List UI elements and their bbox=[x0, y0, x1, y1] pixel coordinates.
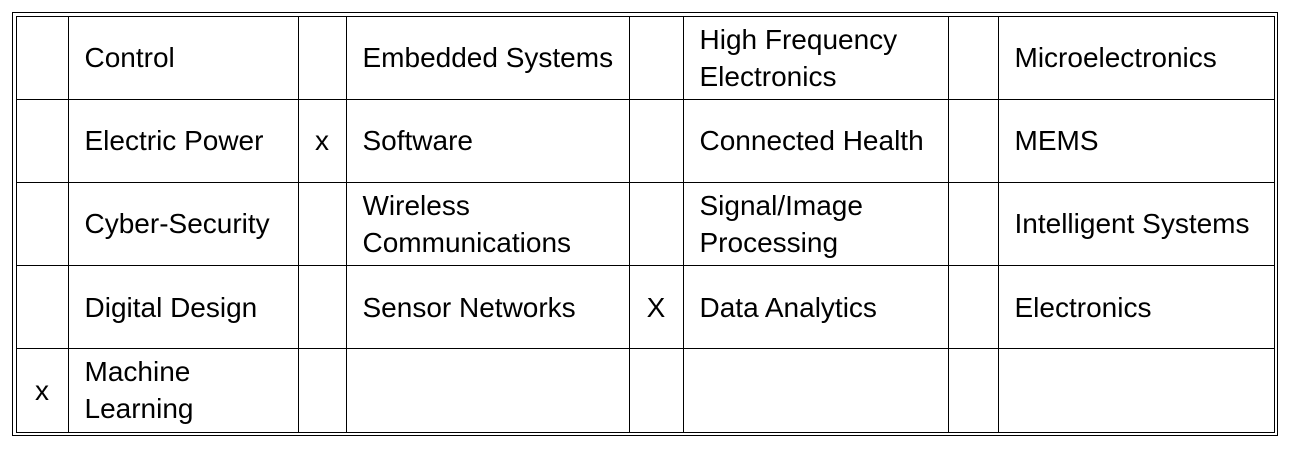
topic-label-microelectronics: Microelectronics bbox=[997, 15, 1275, 100]
topic-selection-table: Control Embedded Systems High Frequency … bbox=[15, 15, 1275, 433]
topic-label-intelligent-systems: Intelligent Systems bbox=[997, 181, 1275, 267]
selection-mark-cyber-security[interactable] bbox=[15, 181, 69, 267]
selection-mark-empty-1[interactable] bbox=[297, 348, 347, 433]
selection-mark-sensor-networks[interactable] bbox=[297, 265, 347, 350]
topic-label-high-frequency-electronics: High Frequency Electronics bbox=[682, 15, 949, 100]
selection-mark-digital-design[interactable] bbox=[15, 265, 69, 350]
topic-label-digital-design: Digital Design bbox=[67, 265, 299, 350]
topic-label-empty-2 bbox=[682, 348, 949, 433]
topic-label-wireless-communications: Wireless Communications bbox=[345, 181, 630, 267]
selection-mark-high-frequency-electronics[interactable] bbox=[628, 15, 684, 100]
selection-mark-signal-image-processing[interactable] bbox=[628, 181, 684, 267]
selection-mark-software[interactable]: x bbox=[297, 98, 347, 183]
topic-label-electric-power: Electric Power bbox=[67, 98, 299, 183]
selection-mark-control[interactable] bbox=[15, 15, 69, 100]
table-row: Cyber-Security Wireless Communications S… bbox=[15, 181, 1275, 267]
selection-mark-connected-health[interactable] bbox=[628, 98, 684, 183]
topic-label-empty-3 bbox=[997, 348, 1275, 433]
topic-label-machine-learning: Machine Learning bbox=[67, 348, 299, 433]
topic-label-embedded-systems: Embedded Systems bbox=[345, 15, 630, 100]
checkbox-table-frame: Control Embedded Systems High Frequency … bbox=[12, 12, 1278, 436]
selection-mark-intelligent-systems[interactable] bbox=[947, 181, 999, 267]
selection-mark-electronics[interactable] bbox=[947, 265, 999, 350]
selection-mark-mems[interactable] bbox=[947, 98, 999, 183]
topic-label-sensor-networks: Sensor Networks bbox=[345, 265, 630, 350]
topic-label-empty-1 bbox=[345, 348, 630, 433]
selection-mark-machine-learning[interactable]: x bbox=[15, 348, 69, 433]
topic-label-control: Control bbox=[67, 15, 299, 100]
topic-label-mems: MEMS bbox=[997, 98, 1275, 183]
topic-label-connected-health: Connected Health bbox=[682, 98, 949, 183]
selection-mark-empty-2[interactable] bbox=[628, 348, 684, 433]
selection-mark-embedded-systems[interactable] bbox=[297, 15, 347, 100]
topic-label-cyber-security: Cyber-Security bbox=[67, 181, 299, 267]
selection-mark-data-analytics[interactable]: X bbox=[628, 265, 684, 350]
table-row: x Machine Learning bbox=[15, 348, 1275, 433]
table-row: Digital Design Sensor Networks X Data An… bbox=[15, 265, 1275, 350]
selection-mark-wireless-communications[interactable] bbox=[297, 181, 347, 267]
topic-label-software: Software bbox=[345, 98, 630, 183]
topic-label-electronics: Electronics bbox=[997, 265, 1275, 350]
table-row: Control Embedded Systems High Frequency … bbox=[15, 15, 1275, 100]
topic-label-signal-image-processing: Signal/Image Processing bbox=[682, 181, 949, 267]
selection-mark-microelectronics[interactable] bbox=[947, 15, 999, 100]
selection-mark-electric-power[interactable] bbox=[15, 98, 69, 183]
table-row: Electric Power x Software Connected Heal… bbox=[15, 98, 1275, 183]
selection-mark-empty-3[interactable] bbox=[947, 348, 999, 433]
topic-label-data-analytics: Data Analytics bbox=[682, 265, 949, 350]
